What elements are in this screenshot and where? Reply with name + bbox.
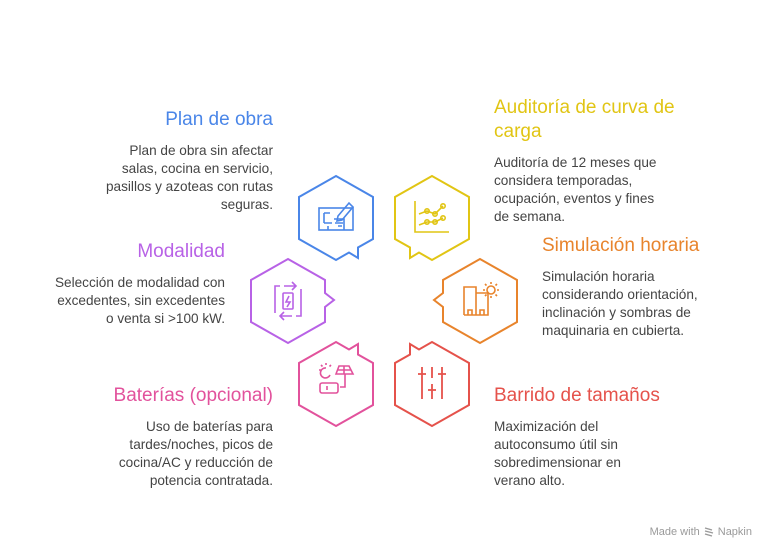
title-line: carga: [494, 121, 542, 142]
description-line: considerando orientación,: [542, 287, 698, 302]
hex-simulacion: [433, 258, 518, 344]
item-title: Simulación horaria: [542, 235, 700, 256]
item-title: Baterías (opcional): [113, 385, 273, 406]
item-baterias: Baterías (opcional) Uso de baterías para…: [114, 384, 273, 490]
sliders-icon: [418, 367, 446, 399]
battery-exchange-icon: [274, 281, 302, 321]
item-barrido: Barrido de tamaños Maximización del auto…: [494, 384, 660, 490]
description-line: ocupación, eventos y fines: [494, 191, 655, 206]
napkin-logo-icon: [704, 527, 713, 537]
description-line: verano alto.: [494, 473, 566, 488]
description-line: Auditoría de 12 meses que: [494, 155, 657, 170]
item-description: Selección de modalidad con excedentes, s…: [55, 274, 225, 328]
item-simulacion: Simulación horaria Simulación horaria co…: [542, 234, 699, 340]
napkin-brand-label: Napkin: [717, 526, 752, 538]
description-line: Selección de modalidad con: [54, 275, 225, 290]
description-line: Plan de obra sin afectar: [129, 143, 273, 158]
blueprint-edit-icon: [318, 201, 355, 231]
description-line: maquinaria en cubierta.: [542, 323, 685, 338]
hex-baterias: [298, 341, 374, 427]
description-line: salas, cocina en servicio,: [121, 161, 273, 176]
item-auditoria: Auditoría de curva de carga Auditoría de…: [494, 96, 675, 226]
description-line: Uso de baterías para: [146, 419, 273, 434]
solar-battery-icon: [319, 363, 355, 394]
title-line: Auditoría de curva de: [494, 97, 675, 118]
description-line: Simulación horaria: [542, 269, 655, 284]
hex-auditoria: [394, 175, 470, 261]
item-title: Modalidad: [137, 241, 225, 262]
description-line: cocina/AC y reducción de: [118, 455, 273, 470]
item-title: Auditoría de curva de carga: [494, 96, 675, 144]
item-title: Barrido de tamaños: [494, 385, 660, 406]
item-modalidad: Modalidad Selección de modalidad con exc…: [55, 240, 225, 328]
description-line: de semana.: [494, 209, 566, 224]
description-line: seguras.: [220, 197, 273, 212]
description-line: excedentes, sin excedentes: [57, 293, 225, 308]
item-description: Plan de obra sin afectar salas, cocina e…: [106, 142, 273, 214]
made-with-napkin-badge[interactable]: Made with Napkin: [650, 526, 752, 538]
hex-modalidad: [250, 258, 335, 344]
description-line: considera temporadas,: [494, 173, 633, 188]
item-description: Uso de baterías para tardes/noches, pico…: [114, 418, 273, 490]
line-chart-icon: [414, 201, 449, 233]
description-line: tardes/noches, picos de: [129, 437, 273, 452]
item-description: Auditoría de 12 meses que considera temp…: [494, 154, 675, 226]
item-title: Plan de obra: [165, 109, 273, 130]
item-description: Simulación horaria considerando orientac…: [542, 268, 699, 340]
item-description: Maximización del autoconsumo útil sin so…: [494, 418, 660, 490]
description-line: potencia contratada.: [149, 473, 273, 488]
description-line: pasillos y azoteas con rutas: [106, 179, 273, 194]
hex-barrido: [394, 341, 470, 427]
description-line: inclinación y sombras de: [542, 305, 691, 320]
description-line: o venta si >100 kW.: [105, 311, 225, 326]
building-sun-icon: [463, 282, 499, 316]
description-line: Maximización del: [494, 419, 599, 434]
made-with-label: Made with: [649, 526, 700, 538]
item-plan-de-obra: Plan de obra Plan de obra sin afectar sa…: [106, 108, 273, 214]
description-line: sobredimensionar en: [494, 455, 621, 470]
description-line: autoconsumo útil sin: [494, 437, 618, 452]
hex-plan-de-obra: [298, 175, 374, 261]
